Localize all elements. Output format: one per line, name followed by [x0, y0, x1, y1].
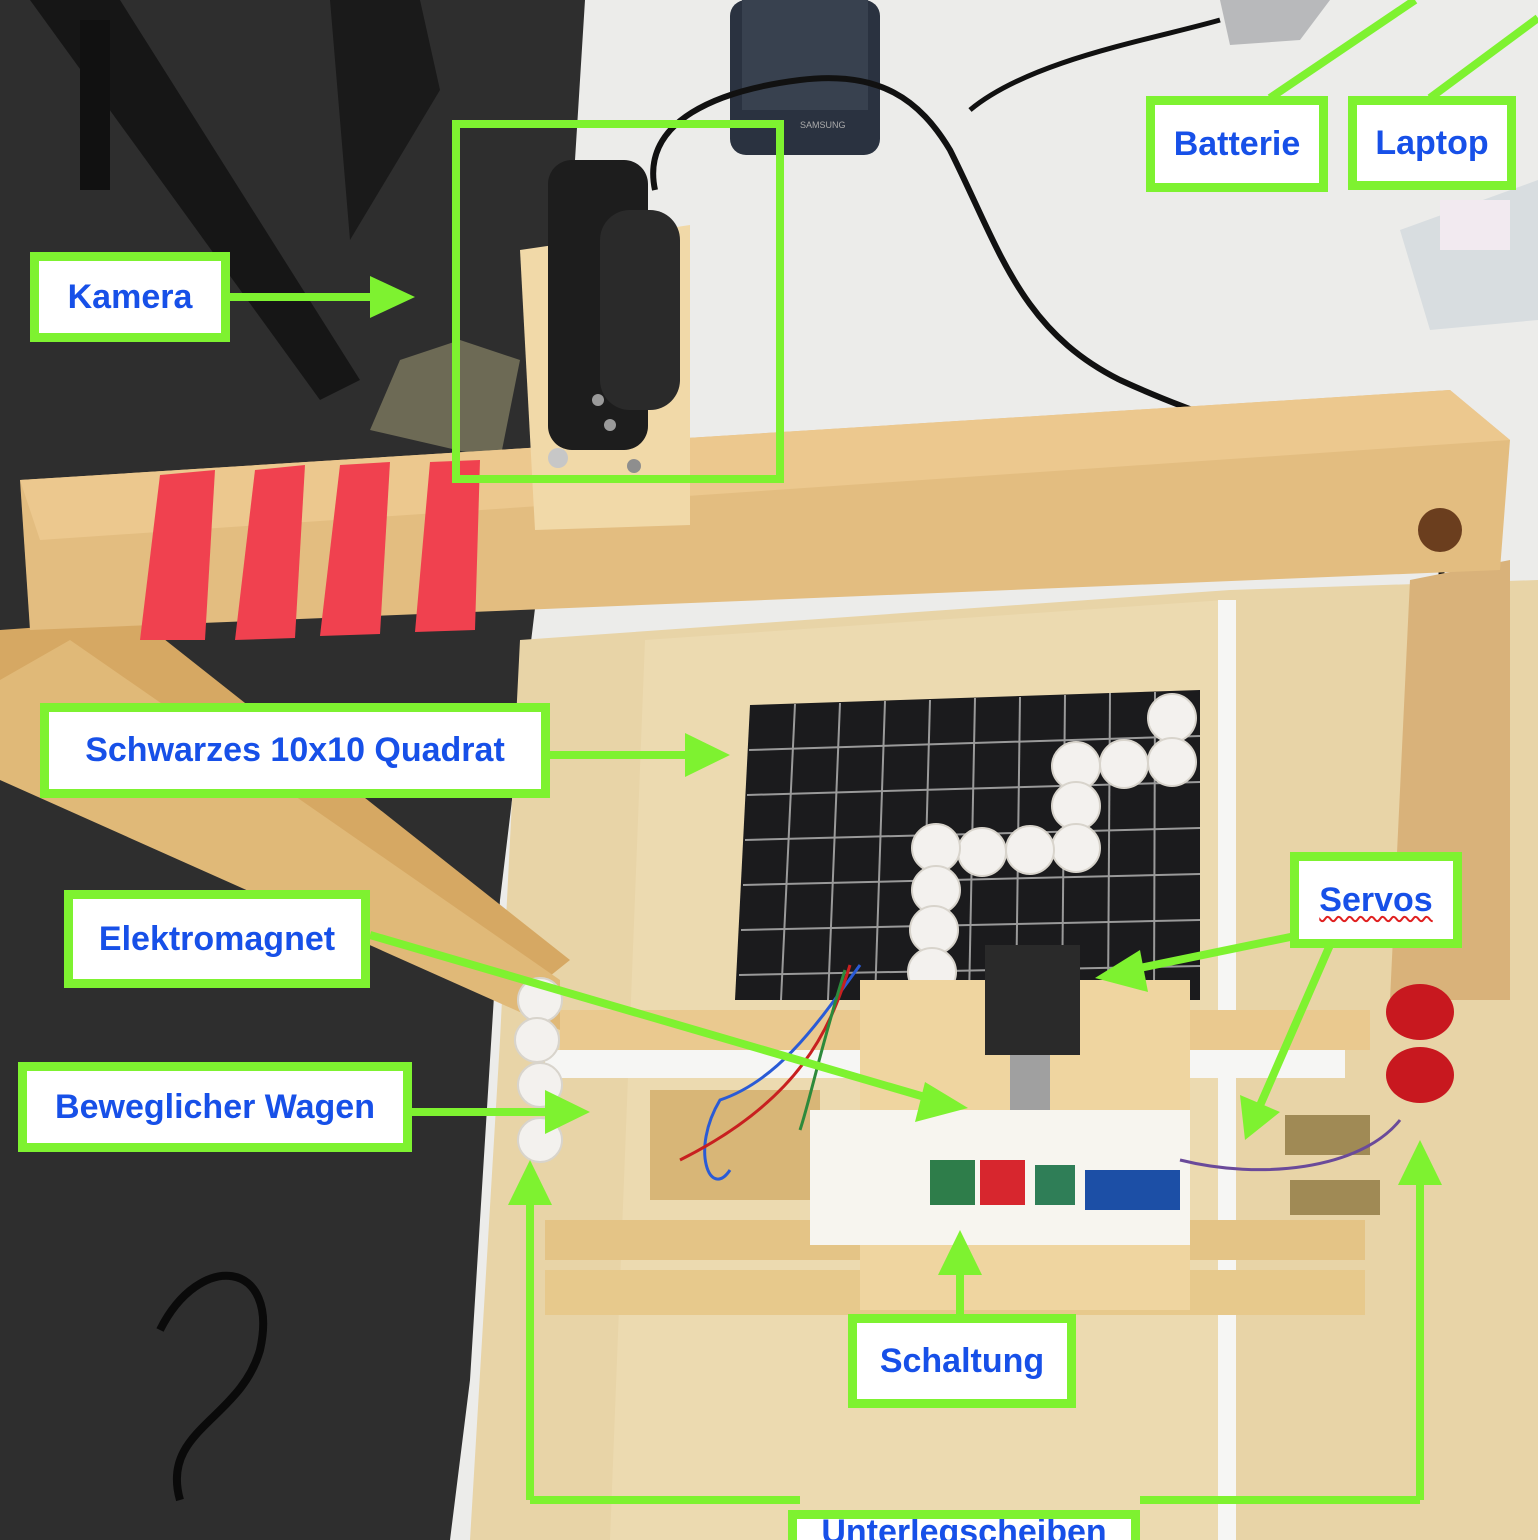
label-servos: Servos: [1290, 852, 1462, 948]
webcam-body: [600, 210, 680, 410]
label-kamera: Kamera: [30, 252, 230, 342]
label-servos-text: Servos: [1319, 880, 1433, 919]
floor-cable: [156, 1271, 268, 1502]
label-beweglicher-wagen: Beweglicher Wagen: [18, 1062, 412, 1152]
hinge-1: [1285, 1115, 1370, 1155]
arduino-nano: [1085, 1170, 1180, 1210]
red-cap-2: [1386, 1047, 1454, 1103]
striped-cloth: [370, 340, 520, 460]
red-tape-3: [320, 462, 390, 636]
camera-beam-top: [20, 390, 1510, 540]
screw-2: [604, 419, 616, 431]
beam-knot: [1418, 508, 1462, 552]
red-tape-2: [235, 465, 305, 640]
carriage-slot: [650, 1090, 820, 1200]
red-cap-1: [1386, 984, 1454, 1040]
screw-3: [548, 448, 568, 468]
box-label: [1440, 200, 1510, 250]
driver-board-green: [930, 1160, 975, 1205]
chair-leg: [80, 20, 110, 190]
screw-1: [592, 394, 604, 406]
label-laptop: Laptop: [1348, 96, 1516, 190]
driver-board-red: [980, 1160, 1025, 1205]
red-tape-4: [415, 460, 480, 632]
annotation-arrows: [230, 0, 1538, 1504]
usb-cable: [968, 17, 1221, 112]
chair-frame-2: [330, 0, 440, 240]
label-schaltung: Schaltung: [848, 1314, 1076, 1408]
red-tape-1: [140, 470, 215, 640]
label-batterie: Batterie: [1146, 96, 1328, 192]
phone-brand-text: SAMSUNG: [800, 120, 846, 130]
label-quadrat: Schwarzes 10x10 Quadrat: [40, 703, 550, 798]
laptop-corner: [1220, 0, 1330, 45]
label-elektromagnet: Elektromagnet: [64, 890, 370, 988]
driver-board-green-2: [1035, 1165, 1075, 1205]
hinge-2: [1290, 1180, 1380, 1215]
label-unterlegscheiben-text: Unterlegscheiben: [821, 1513, 1107, 1540]
motor-wires: [703, 964, 862, 1181]
stepper-motor: [985, 945, 1080, 1055]
servo-wires: [1179, 1119, 1402, 1172]
label-unterlegscheiben: Unterlegscheiben: [788, 1510, 1140, 1540]
screw-4: [627, 459, 641, 473]
